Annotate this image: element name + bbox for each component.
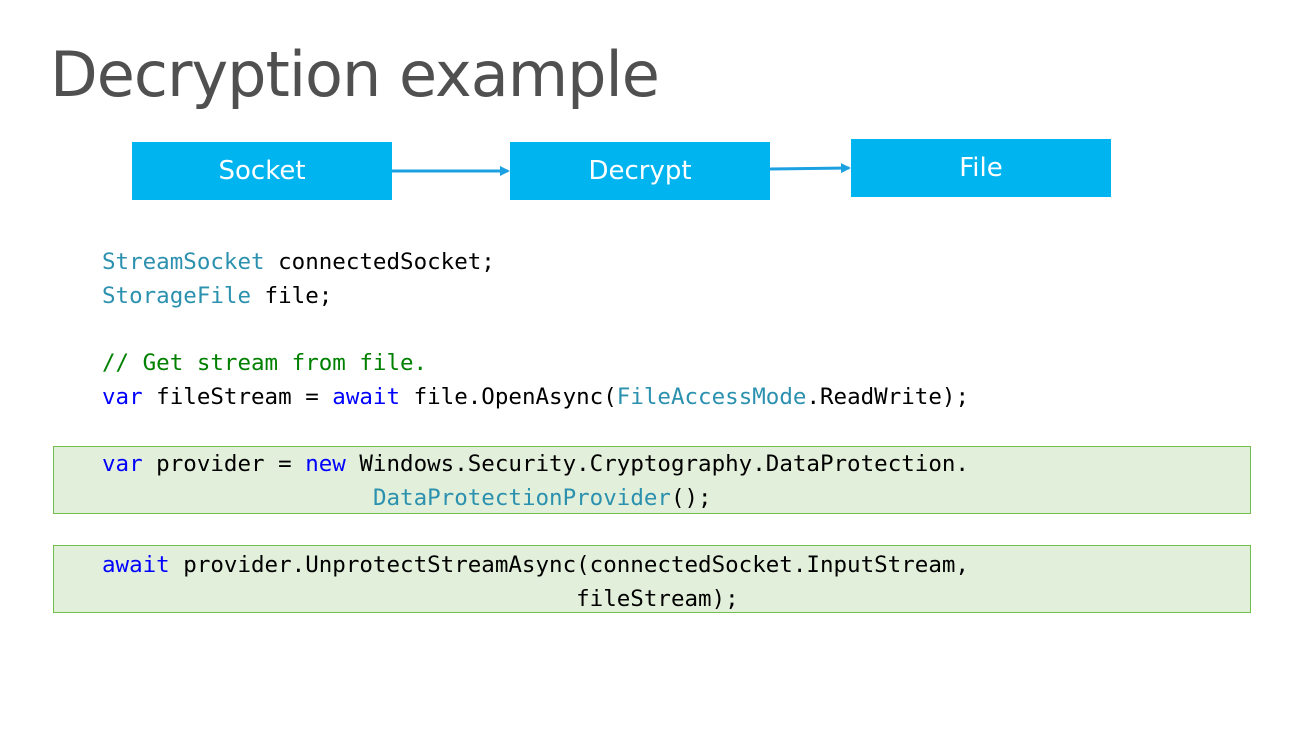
arrow-decrypt-to-file — [769, 163, 851, 174]
code-text-token: provider = — [142, 451, 306, 477]
code-text-token: connectedSocket; — [264, 249, 495, 275]
code-type-token: StreamSocket — [102, 249, 265, 275]
highlight-unprotect-block — [53, 545, 1251, 613]
slide-title: Decryption example — [50, 38, 660, 111]
code-keyword-token: new — [305, 451, 346, 477]
code-comment: // Get stream from file. — [102, 350, 428, 376]
code-text-token: .ReadWrite); — [806, 384, 969, 410]
code-line-2: StorageFile file; — [102, 279, 332, 313]
socket-box: Socket — [132, 142, 392, 200]
code-line-1: StreamSocket connectedSocket; — [102, 245, 495, 279]
code-keyword-token: var — [102, 451, 143, 477]
code-line-6: DataProtectionProvider(); — [102, 481, 712, 515]
code-text-token: provider.UnprotectStreamAsync(connectedS… — [169, 552, 969, 578]
code-text-token: file; — [251, 283, 333, 309]
code-line-7: await provider.UnprotectStreamAsync(conn… — [102, 548, 969, 582]
code-line-8: fileStream); — [102, 582, 739, 616]
code-text-token: file.OpenAsync( — [400, 384, 617, 410]
decrypt-box: Decrypt — [510, 142, 770, 200]
code-type-token: StorageFile — [102, 283, 252, 309]
code-keyword-token: await — [102, 552, 170, 578]
code-text-token: Windows.Security.Cryptography.DataProtec… — [345, 451, 969, 477]
code-line-3: // Get stream from file. — [102, 346, 427, 380]
highlight-provider-block — [53, 446, 1251, 514]
code-indent — [102, 485, 373, 511]
code-type-token: DataProtectionProvider — [372, 485, 671, 511]
code-keyword-token: var — [102, 384, 143, 410]
code-text-token: (); — [670, 485, 712, 511]
code-line-5: var provider = new Windows.Security.Cryp… — [102, 447, 969, 481]
code-line-4: var fileStream = await file.OpenAsync(Fi… — [102, 380, 969, 414]
code-text-token: fileStream); — [102, 586, 739, 612]
code-type-token: FileAccessMode — [616, 384, 807, 410]
file-box: File — [851, 139, 1111, 197]
code-keyword-token: await — [332, 384, 401, 410]
code-text-token: fileStream = — [142, 384, 333, 410]
